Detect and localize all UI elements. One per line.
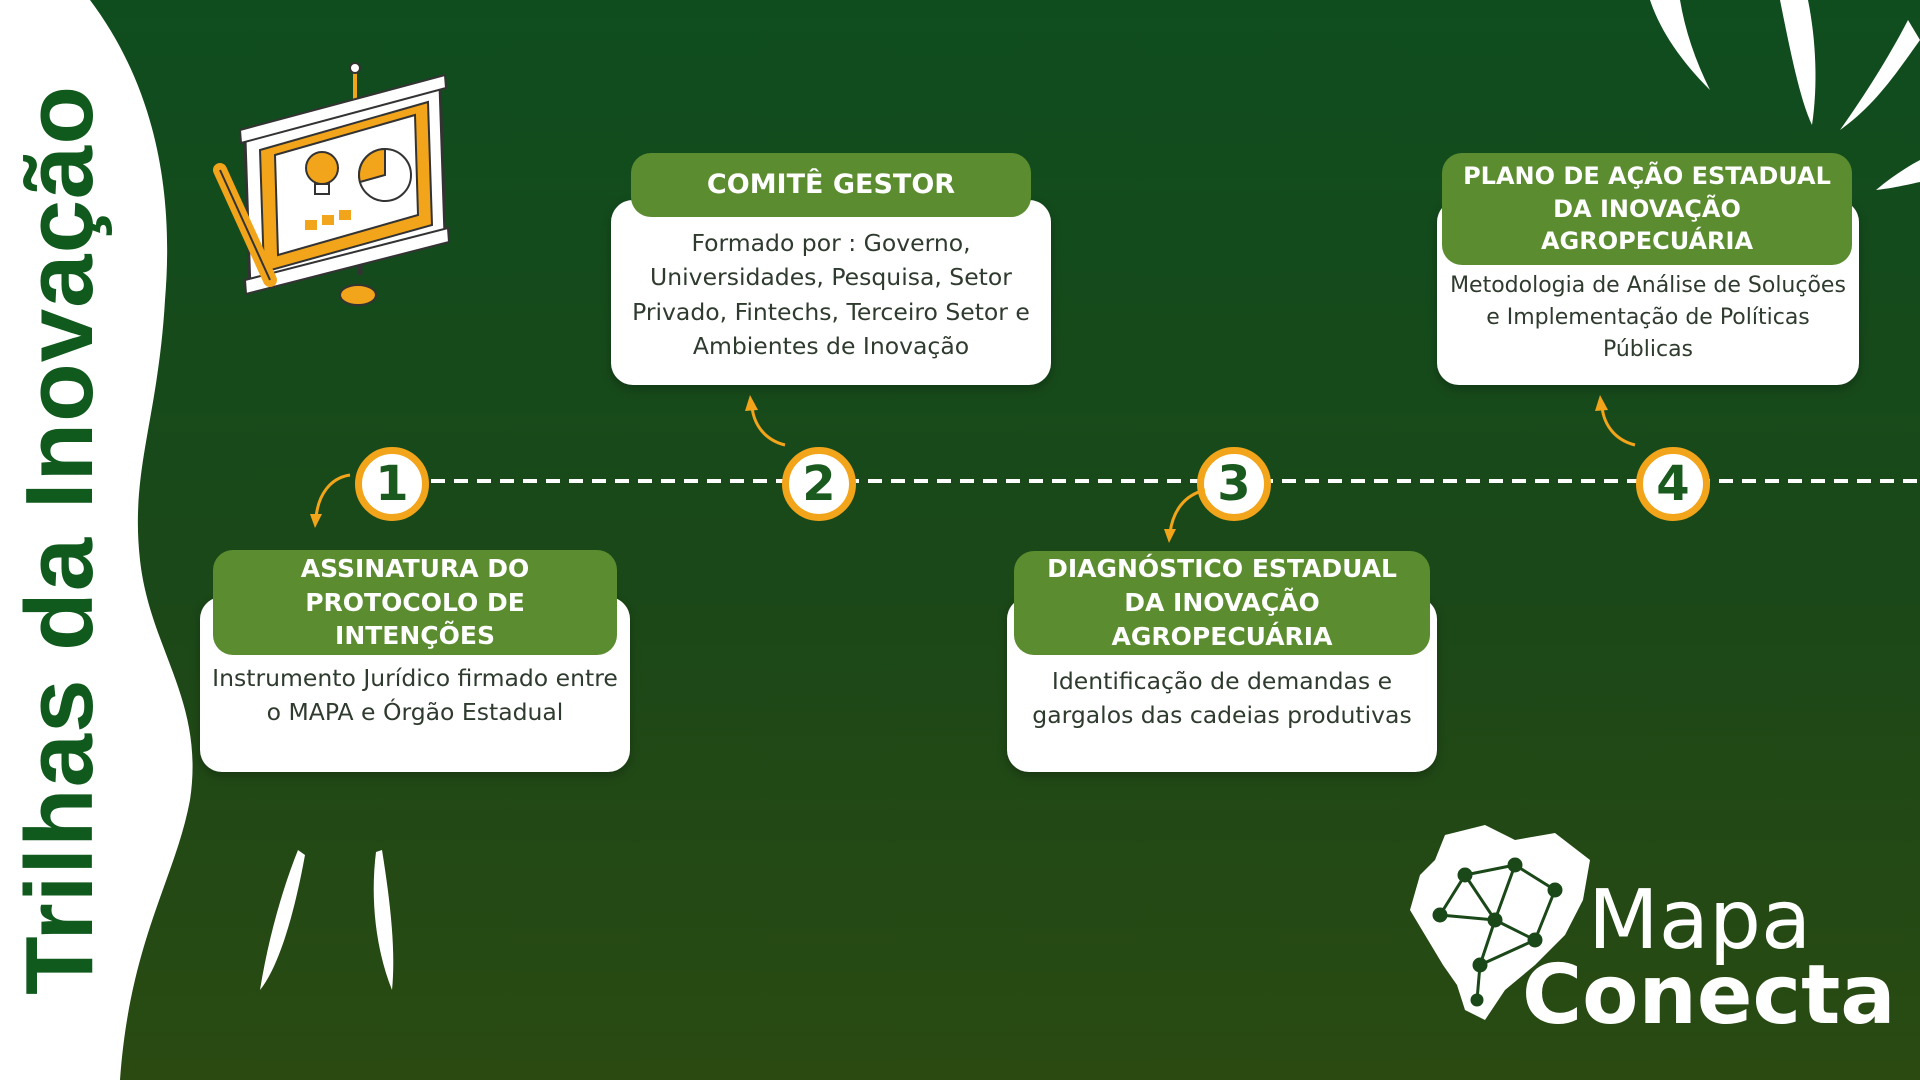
step-card-2-description: Formado por : Governo, Universidades, Pe… <box>632 229 1030 360</box>
arrow-step-3-icon <box>1164 488 1206 543</box>
step-card-1-description: Instrumento Jurídico firmado entre o MAP… <box>212 663 618 726</box>
step-card-1-body: Instrumento Jurídico firmado entre o MAP… <box>200 655 630 735</box>
step-card-4-title: PLANO DE AÇÃO ESTADUAL DA INOVAÇÃO AGROP… <box>1463 162 1831 256</box>
step-card-4-body: Metodologia de Análise de Soluções e Imp… <box>1437 268 1859 368</box>
arrow-step-2-icon <box>745 395 786 447</box>
step-card-3-title: DIAGNÓSTICO ESTADUAL DA INOVAÇÃO AGROPEC… <box>1047 554 1397 651</box>
step-number-3: 3 <box>1217 456 1251 512</box>
decorative-strokes-bottom <box>260 850 394 990</box>
logo-line-2: Conecta <box>1522 948 1896 1043</box>
step-card-2-header: COMITÊ GESTOR <box>631 153 1031 217</box>
step-marker-3: 3 <box>1197 447 1271 521</box>
step-card-2-body: Formado por : Governo, Universidades, Pe… <box>611 222 1051 367</box>
step-number-4: 4 <box>1656 456 1690 512</box>
step-card-3-body: Identificação de demandas e gargalos das… <box>1007 660 1437 736</box>
step-card-4-description: Metodologia de Análise de Soluções e Imp… <box>1450 273 1846 362</box>
step-card-3-header: DIAGNÓSTICO ESTADUAL DA INOVAÇÃO AGROPEC… <box>1014 551 1430 655</box>
step-marker-4: 4 <box>1636 447 1710 521</box>
step-card-1-header: ASSINATURA DO PROTOCOLO DE INTENÇÕES <box>213 550 617 655</box>
step-card-1-title: ASSINATURA DO PROTOCOLO DE INTENÇÕES <box>300 553 530 651</box>
step-marker-1: 1 <box>355 447 429 521</box>
decorative-blob <box>0 0 193 1080</box>
arrow-step-1-icon <box>310 473 351 528</box>
decorative-strokes-top-right <box>1650 0 1920 190</box>
arrow-step-4-icon <box>1595 395 1636 447</box>
step-card-4-header: PLANO DE AÇÃO ESTADUAL DA INOVAÇÃO AGROP… <box>1442 153 1852 265</box>
page-title: Trilhas da Inovação <box>6 85 113 995</box>
step-number-1: 1 <box>375 456 409 512</box>
timeline-dashed-line <box>385 479 1920 483</box>
presentation-board-icon <box>213 62 451 306</box>
step-number-2: 2 <box>802 456 836 512</box>
logo-line-1: Mapa <box>1588 873 1812 968</box>
brazil-network-map-icon <box>1410 825 1590 1020</box>
step-card-3-description: Identificação de demandas e gargalos das… <box>1032 666 1412 729</box>
page-title-container: Trilhas da Inovação <box>0 0 120 1080</box>
step-card-2-title: COMITÊ GESTOR <box>706 168 956 200</box>
step-card-2 <box>611 200 1051 385</box>
step-marker-2: 2 <box>782 447 856 521</box>
